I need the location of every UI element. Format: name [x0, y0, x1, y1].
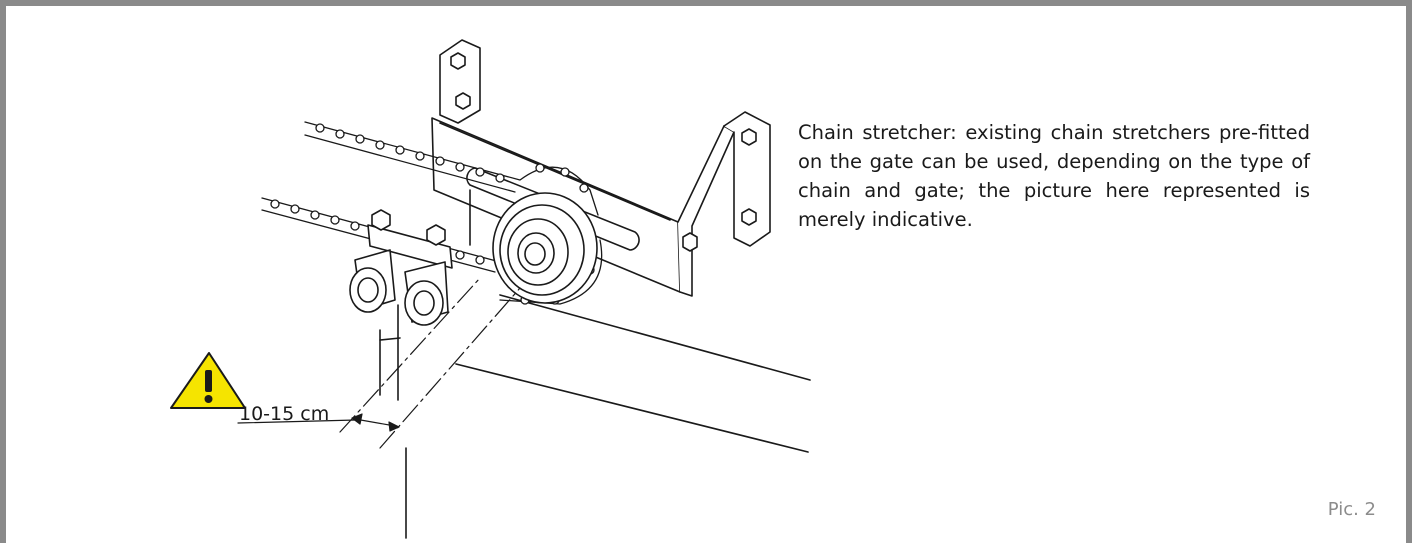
- warning-triangle-icon: [170, 352, 246, 409]
- figure-label: Pic. 2: [1327, 499, 1376, 520]
- tensioner-bar: [367, 209, 453, 269]
- dimension-lines: [237, 277, 521, 449]
- measurement-label: 10-15 cm: [239, 403, 330, 425]
- guide-rollers: [349, 249, 449, 401]
- gate-rail: [405, 294, 811, 539]
- sprocket-wheel: [492, 192, 598, 304]
- chain-stretcher-description: Chain stretcher: existing chain stretche…: [798, 121, 1310, 231]
- upper-chain: [304, 121, 599, 216]
